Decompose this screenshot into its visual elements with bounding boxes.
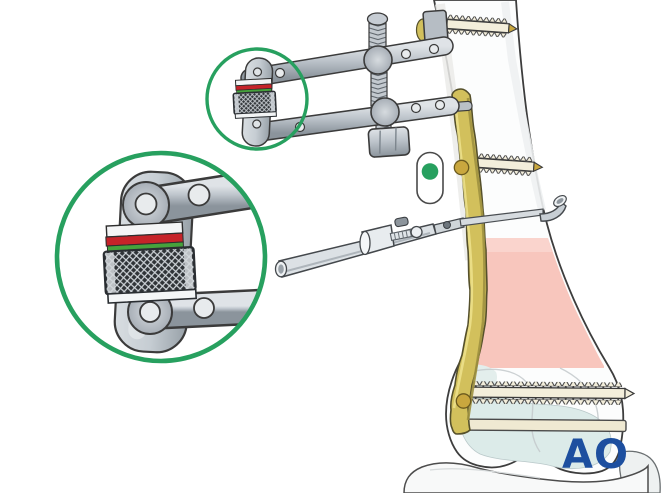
magnified-inset [54, 150, 268, 364]
fracture-zone-highlight [458, 238, 604, 368]
fracture-zone-fade [485, 238, 552, 252]
tool-top-knob [394, 216, 409, 228]
tool-threaded-pin [389, 225, 423, 242]
screw-tip [532, 161, 544, 173]
arm-hole [434, 99, 446, 111]
detail-highlight-circle-small [205, 47, 309, 151]
arm-hole [274, 67, 286, 79]
knob-bottom-flange [234, 111, 277, 119]
knurled-knob [232, 90, 277, 116]
hex-nut [367, 126, 411, 158]
plate-highlight [452, 99, 474, 409]
tool-collar-face [359, 230, 371, 256]
nut-pivot-hole [252, 67, 263, 77]
tibia-bone [403, 462, 649, 493]
smooth-pin [455, 418, 627, 433]
inset-knurled-knob [102, 246, 197, 296]
cortical-screw-mid [465, 152, 544, 177]
clamp-arm-lower [242, 96, 473, 143]
inset-arm-hole [139, 301, 161, 323]
status-indicator [416, 151, 444, 205]
inset-knob-bottom-flange [106, 288, 198, 304]
bone-plate [449, 88, 488, 435]
threaded-bolt-top [366, 12, 389, 51]
hex-nut-facets [379, 127, 397, 154]
condylar-lag-screw [456, 381, 636, 405]
arm-hole [410, 102, 422, 114]
nut-pivot-hole [252, 119, 262, 129]
distractor-adjustment-nut [232, 57, 277, 147]
pivot-disk [370, 97, 400, 127]
inset-arm-hole [134, 192, 158, 216]
clamp-arm-upper [240, 36, 454, 88]
plate-screw-head-low [455, 393, 472, 409]
detail-highlight-circle-large [54, 150, 268, 364]
ao-logo: AO [562, 432, 629, 478]
inset-arm-hole [187, 183, 211, 207]
screw-tip [507, 22, 518, 34]
shaft-shading-right [501, 1, 546, 211]
pivot-disk [363, 45, 393, 75]
arm-hole [400, 48, 412, 60]
plate-screw-head-mid [453, 159, 470, 176]
inset-arm-hole [193, 297, 215, 319]
green-dot-icon [421, 163, 439, 180]
screw-tip [624, 387, 636, 400]
plate-shade [466, 97, 486, 421]
arm-hole [428, 43, 440, 55]
distraction-spreader-tool [274, 194, 567, 278]
distractor-clamp [240, 9, 473, 158]
